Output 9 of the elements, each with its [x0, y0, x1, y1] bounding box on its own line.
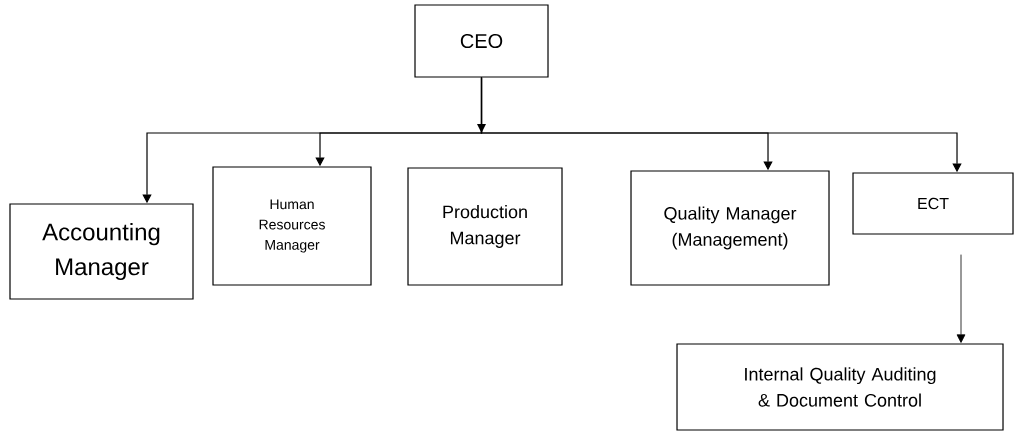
arrow [956, 254, 966, 343]
org-box: Quality Manager (Management) [630, 170, 830, 286]
org-box: Accounting Manager [9, 203, 194, 300]
org-box: Internal Quality Auditing & Document Control [676, 343, 1004, 431]
org-box: CEO [414, 4, 549, 78]
arrowhead [477, 124, 486, 133]
org-box: Production Manager [407, 167, 563, 286]
org-box: Human Resources Manager [212, 166, 372, 286]
org-box: ECT [852, 172, 1014, 235]
